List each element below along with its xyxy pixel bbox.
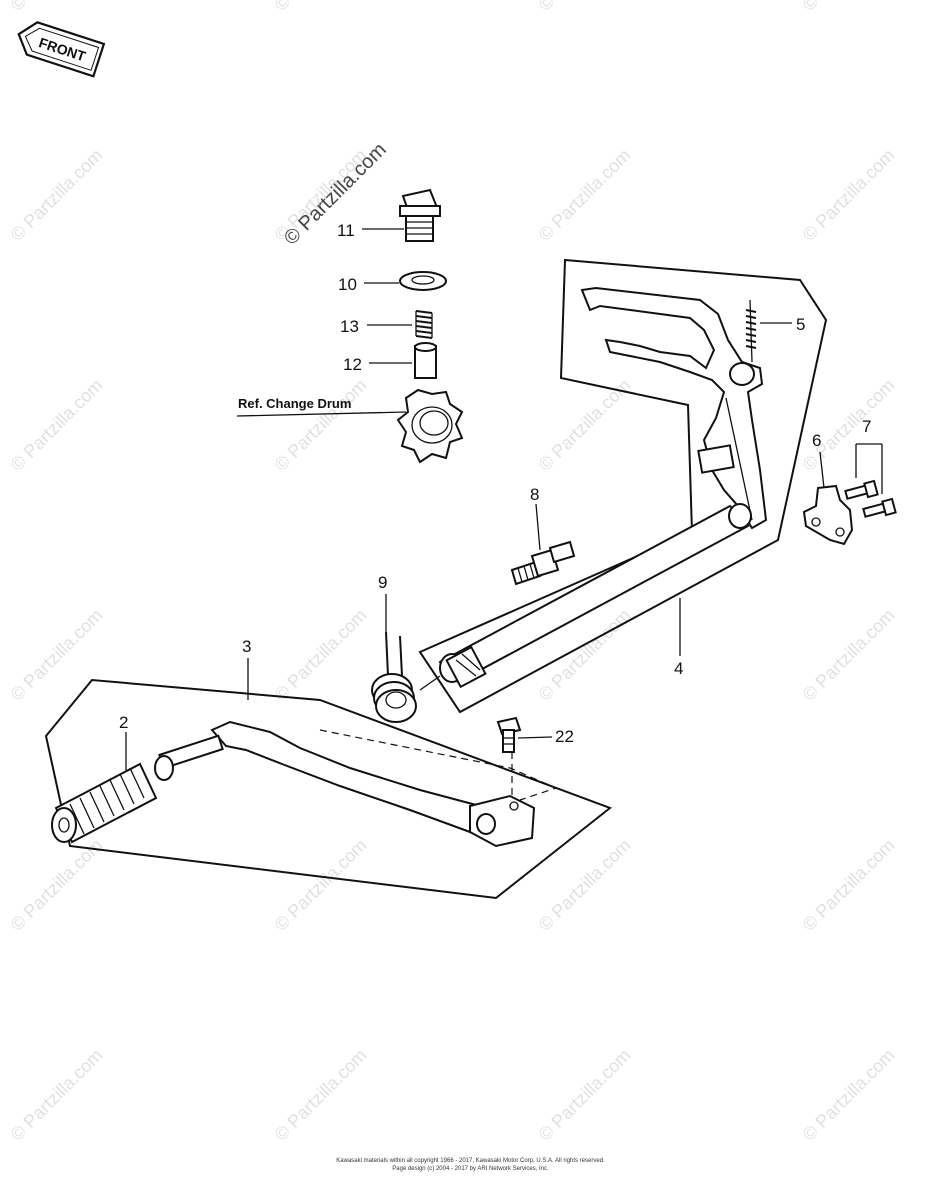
part-10-washer-icon[interactable] xyxy=(399,271,447,291)
part-13-spring-icon[interactable] xyxy=(415,310,433,339)
watermark-tile: © Partzilla.com xyxy=(7,605,107,705)
watermark-tile: © Partzilla.com xyxy=(799,1045,899,1145)
watermark-tile: © Partzilla.com xyxy=(271,835,371,935)
callout-7[interactable]: 7 xyxy=(862,417,871,436)
watermark-tile: © Partzilla.com xyxy=(799,145,899,245)
leader-change-drum xyxy=(236,411,407,417)
leader-6 xyxy=(819,451,825,489)
copyright-line-1: Kawasaki materials within all copyright … xyxy=(336,1158,605,1164)
copyright-line-2: Page design (c) 2004 - 2017 by ARI Netwo… xyxy=(392,1166,549,1172)
watermark-tile: © Partzilla.com xyxy=(271,605,371,705)
callout-3[interactable]: 3 xyxy=(242,637,251,656)
part-4-shift-shaft-icon[interactable] xyxy=(438,503,752,689)
watermark-tile: © Partzilla.com xyxy=(7,375,107,475)
part-4-shift-arm-icon[interactable] xyxy=(580,286,768,530)
watermark-tile: © Partzilla.com xyxy=(271,1045,371,1145)
watermark-primary: © Partzilla.com xyxy=(280,139,391,250)
leader-22 xyxy=(517,736,553,739)
alignment-dashed-line xyxy=(319,729,558,801)
watermark-tile: © Partzilla.com xyxy=(535,835,635,935)
change-drum-cam-icon[interactable] xyxy=(396,388,464,464)
watermark-tile: © Partzilla.com xyxy=(7,0,107,15)
watermark-tile: © Partzilla.com xyxy=(799,375,899,475)
watermark-tile: © Partzilla.com xyxy=(535,1045,635,1145)
callout-5[interactable]: 5 xyxy=(796,315,805,334)
part-11-bolt-icon[interactable] xyxy=(399,188,441,242)
leader-7 xyxy=(855,443,883,494)
callout-22[interactable]: 22 xyxy=(555,727,574,746)
callout-12[interactable]: 12 xyxy=(343,355,362,374)
part-2-pedal-rubber-icon[interactable] xyxy=(51,762,158,844)
watermark-layer: © Partzilla.com © Partzilla.com © Partzill… xyxy=(7,0,899,1145)
callout-10[interactable]: 10 xyxy=(338,275,357,294)
leader-8 xyxy=(535,503,541,551)
ref-change-drum-label[interactable]: Ref. Change Drum xyxy=(238,396,351,411)
watermark-tile: © Partzilla.com xyxy=(271,0,371,15)
callout-13[interactable]: 13 xyxy=(340,317,359,336)
part-12-pin-icon[interactable] xyxy=(414,342,437,379)
watermark-tile: © Partzilla.com xyxy=(799,0,899,15)
watermark-tile: © Partzilla.com xyxy=(7,145,107,245)
watermark-tile: © Partzilla.com xyxy=(271,375,371,475)
shift-lever-group-outline xyxy=(44,678,613,900)
watermark-tile: © Partzilla.com xyxy=(799,835,899,935)
watermark-tile: © Partzilla.com xyxy=(7,835,107,935)
part-22-bolt-icon[interactable] xyxy=(496,716,522,753)
part-5-spring-icon[interactable] xyxy=(745,299,757,363)
callout-11[interactable]: 11 xyxy=(337,221,355,240)
part-6-plate-icon[interactable] xyxy=(802,484,854,546)
part-9-return-spring-icon[interactable] xyxy=(371,631,417,723)
front-arrow-icon: FRONT xyxy=(17,21,106,78)
watermark-tile: © Partzilla.com xyxy=(535,145,635,245)
callout-9[interactable]: 9 xyxy=(378,573,387,592)
watermark-tile: © Partzilla.com xyxy=(799,605,899,705)
part-3-shift-lever-icon[interactable] xyxy=(154,720,536,848)
watermark-tile: © Partzilla.com xyxy=(7,1045,107,1145)
part-8-stud-icon[interactable] xyxy=(510,540,576,586)
part-7-screws-icon[interactable] xyxy=(844,479,897,518)
leader-9-link xyxy=(419,675,441,691)
watermark-tile: © Partzilla.com xyxy=(535,0,635,15)
callout-2[interactable]: 2 xyxy=(119,713,128,732)
callout-4[interactable]: 4 xyxy=(674,659,683,678)
shift-shaft-group-outline xyxy=(418,258,828,714)
callout-6[interactable]: 6 xyxy=(812,431,821,450)
callout-8[interactable]: 8 xyxy=(530,485,539,504)
